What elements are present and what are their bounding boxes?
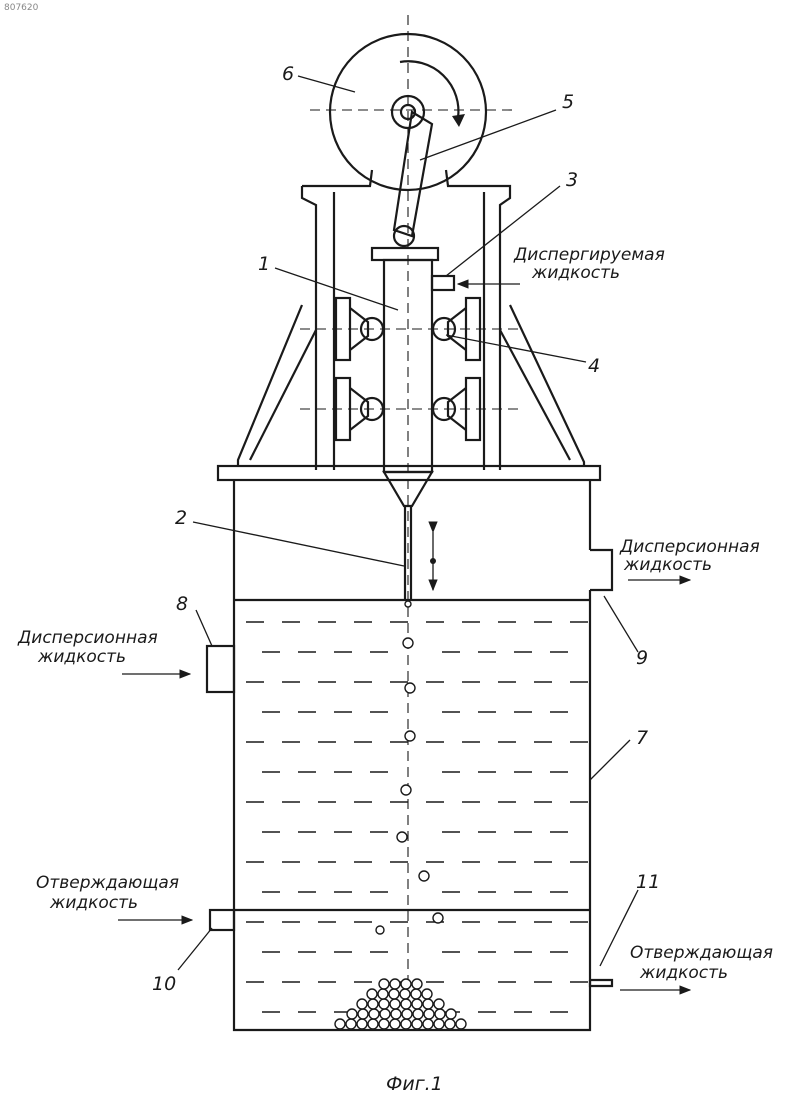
part-2-label: 2	[175, 507, 187, 529]
dispersion-in-label-line1: Дисперсионная	[17, 628, 158, 648]
part-5-label: 5	[562, 91, 574, 113]
part-8-label: 8	[176, 593, 188, 615]
part-1-label: 1	[258, 253, 270, 275]
dispersion-in-label-line2: жидкость	[37, 647, 126, 667]
flow-arrows	[118, 284, 690, 990]
hardening-in-label-line1: Отверждающая	[36, 873, 179, 893]
hardening-out-label-line2: жидкость	[639, 963, 728, 983]
oscillation-arrow-icon	[430, 532, 436, 590]
hardening-in-label-line2: жидкость	[49, 893, 138, 913]
part-4-label: 4	[588, 355, 600, 377]
crank-rod	[394, 112, 432, 246]
dispersion-out-label-line1: Дисперсионная	[619, 537, 760, 557]
part-10-label: 10	[152, 973, 176, 995]
part-6-label: 6	[282, 63, 294, 85]
liquid-hatching	[246, 622, 588, 1012]
part-3-label: 3	[566, 169, 578, 191]
dispersed-liquid-label-line2: жидкость	[531, 263, 620, 283]
dispersed-liquid-label-line1: Диспергируемая	[513, 245, 665, 265]
part-7-label: 7	[636, 727, 648, 749]
document-id: 807620	[4, 3, 39, 13]
support-frame	[218, 170, 600, 480]
part-11-label: 11	[636, 871, 660, 893]
figure-caption: Фиг.1	[386, 1073, 443, 1095]
dispersion-out-label-line2: жидкость	[623, 555, 712, 575]
part-9-label: 9	[636, 647, 648, 669]
dosing-cylinder	[372, 248, 454, 607]
tank	[207, 480, 612, 1030]
hardened-spheres-pile	[335, 979, 466, 1029]
hardening-out-label-line1: Отверждающая	[630, 943, 773, 963]
